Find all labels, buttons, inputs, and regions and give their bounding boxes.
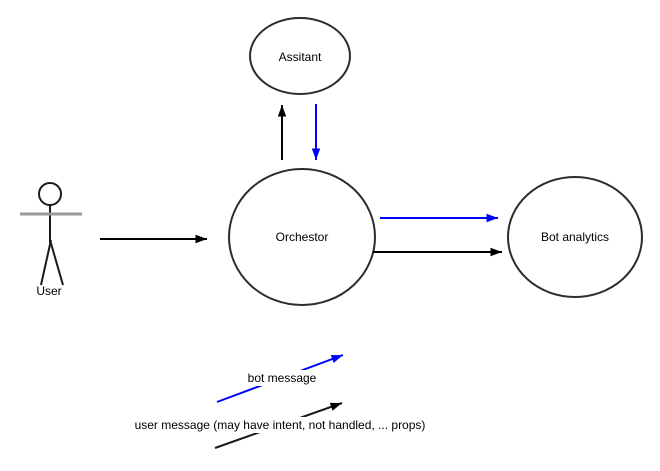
orchestrator-label: Orchestor <box>276 230 329 244</box>
node-assistant[interactable]: Assitant <box>249 17 351 95</box>
assistant-ellipse[interactable] <box>249 17 351 95</box>
legend-bot-message-label-bg <box>243 370 322 386</box>
legend: bot message user message (may have inten… <box>132 354 429 449</box>
node-orchestrator[interactable]: Orchestor <box>228 168 376 306</box>
legend-user-message-label: user message (may have intent, not handl… <box>135 418 426 432</box>
user-label: User <box>36 284 61 298</box>
node-user-actor[interactable]: User <box>20 182 82 298</box>
stick-figure-right-leg <box>49 239 64 286</box>
stick-figure-left-leg <box>40 239 52 286</box>
legend-bot-message-label: bot message <box>248 371 317 385</box>
assistant-label: Assitant <box>279 50 322 64</box>
bot-analytics-label: Bot analytics <box>541 230 609 244</box>
orchestrator-circle[interactable] <box>228 168 376 306</box>
bot-analytics-circle[interactable] <box>507 176 643 298</box>
node-bot-analytics[interactable]: Bot analytics <box>507 176 643 298</box>
legend-user-message-label-bg <box>132 417 429 433</box>
stick-figure-head <box>38 182 62 206</box>
